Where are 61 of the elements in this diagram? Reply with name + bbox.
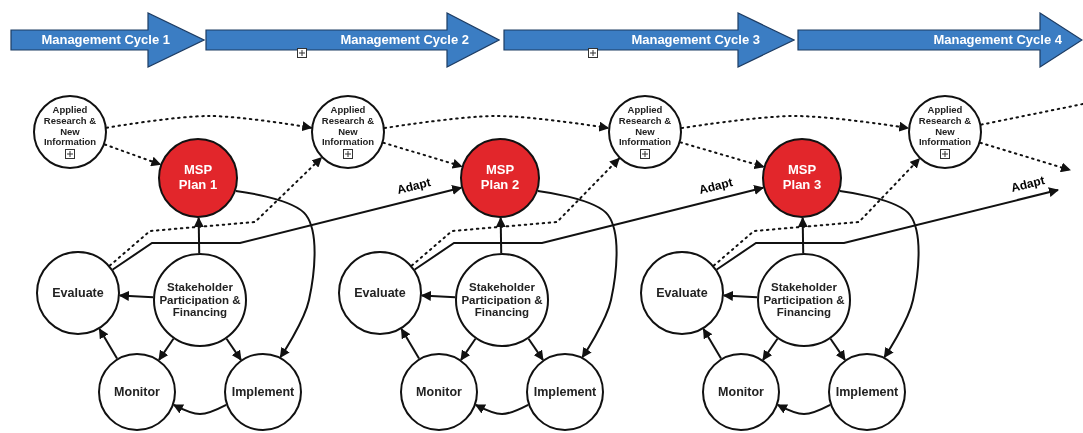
arrow <box>420 290 457 301</box>
cycle-label: Management Cycle 3 <box>631 32 760 47</box>
arrow <box>722 290 759 301</box>
arrow <box>413 185 765 271</box>
node-label: Stakeholder Participation & Financing <box>460 280 544 320</box>
cycle-label: Management Cycle 4 <box>933 32 1062 47</box>
cycle-banner <box>10 12 205 68</box>
arrow <box>193 217 204 254</box>
dotted-arrow <box>383 115 610 132</box>
dotted-arrow <box>979 141 1071 173</box>
node-label: Monitor <box>114 385 160 399</box>
node-label: MSP Plan 3 <box>781 163 823 193</box>
arrow <box>98 328 119 360</box>
arrow <box>234 189 316 359</box>
arrow <box>172 403 228 415</box>
node-label: Monitor <box>718 385 764 399</box>
arrow <box>495 217 506 254</box>
arrow <box>225 337 242 361</box>
dotted-arrow <box>382 141 463 169</box>
arrow <box>460 337 477 361</box>
dotted-arrow <box>679 141 765 169</box>
node-label: Applied Research & New Information <box>42 105 98 148</box>
dotted-arrow <box>712 157 921 267</box>
arrow <box>527 337 544 361</box>
arrow <box>715 187 1059 271</box>
node-label: Stakeholder Participation & Financing <box>158 280 242 320</box>
dotted-arrow <box>108 156 323 267</box>
arrow <box>400 328 421 360</box>
cycle-banner <box>503 12 795 68</box>
arrow <box>474 403 530 415</box>
dotted-arrow <box>103 143 162 167</box>
node-label: Applied Research & New Information <box>617 105 673 148</box>
node-label: Evaluate <box>354 286 406 300</box>
arrow <box>829 337 846 361</box>
arrow <box>776 403 832 415</box>
node-label: Implement <box>533 385 597 399</box>
cycle-banner <box>797 12 1083 68</box>
arrow <box>118 290 155 301</box>
arrow <box>838 189 920 359</box>
arrow <box>797 217 808 254</box>
cycle-banner <box>205 12 500 68</box>
node-label: Applied Research & New Information <box>917 105 973 148</box>
node-label: Implement <box>231 385 295 399</box>
arrow <box>702 328 723 360</box>
dotted-arrow <box>410 157 621 267</box>
node-label: Monitor <box>416 385 462 399</box>
node-label: Evaluate <box>656 286 708 300</box>
arrow <box>111 185 463 271</box>
arrow <box>536 189 618 359</box>
dotted-arrow <box>105 115 313 132</box>
node-label: Evaluate <box>52 286 104 300</box>
cycle-label: Management Cycle 2 <box>340 32 469 47</box>
node-label: Stakeholder Participation & Financing <box>762 280 846 320</box>
arrow <box>158 337 175 361</box>
node-label: Implement <box>835 385 899 399</box>
node-label: MSP Plan 2 <box>479 163 521 193</box>
cycle-label: Management Cycle 1 <box>41 32 170 47</box>
dotted-arrow <box>680 115 910 132</box>
arrow <box>762 337 779 361</box>
node-label: Applied Research & New Information <box>320 105 376 148</box>
node-label: MSP Plan 1 <box>177 163 219 193</box>
